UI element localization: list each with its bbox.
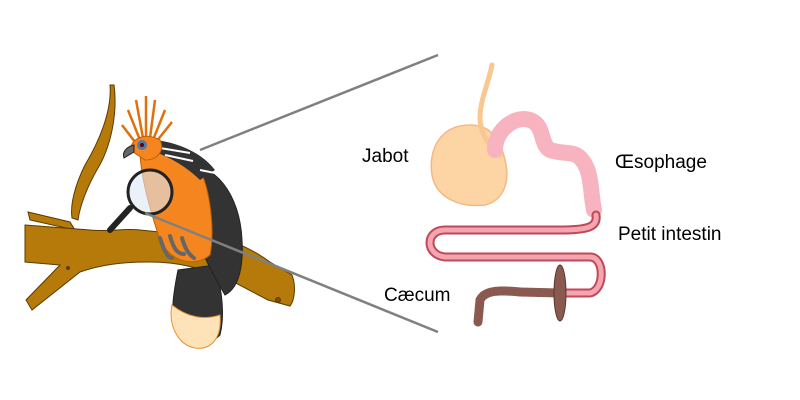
label-small-intestine: Petit intestin — [618, 224, 722, 245]
label-crop: Jabot — [362, 146, 409, 167]
digestive-tract — [425, 62, 606, 327]
label-caecum: Cæcum — [384, 285, 451, 306]
label-esophagus: Œsophage — [615, 152, 707, 173]
zoom-line-top — [199, 53, 439, 152]
bird-feet — [158, 234, 196, 260]
small-intestine — [425, 210, 606, 298]
esophagus — [487, 111, 602, 218]
bird-illustration — [121, 96, 243, 349]
bird-crest — [121, 96, 173, 143]
zoom-line-bottom — [144, 211, 439, 334]
caecum — [473, 286, 565, 327]
bird-beak — [123, 144, 135, 159]
caecum-junction — [553, 264, 567, 322]
